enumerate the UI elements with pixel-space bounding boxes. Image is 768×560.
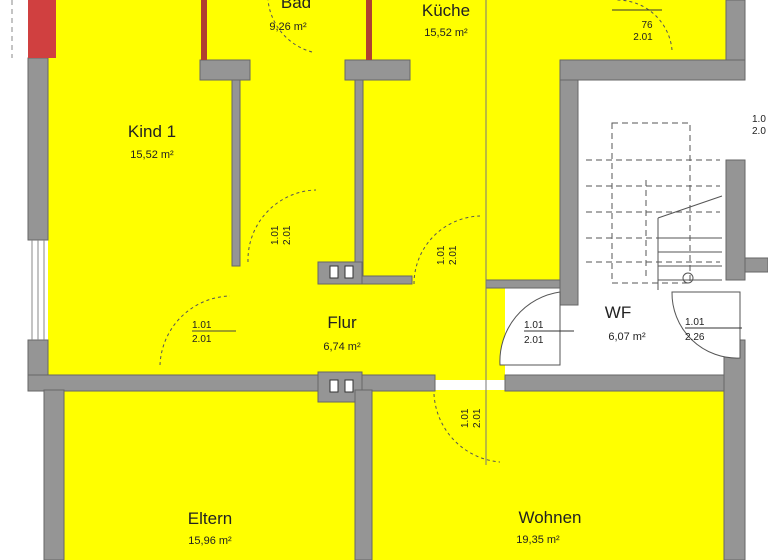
room-name-bad: Bad [281, 0, 311, 12]
room-name-wf: WF [605, 303, 631, 322]
room-name-flur: Flur [327, 313, 357, 332]
room-bad [238, 0, 360, 290]
room-eltern [64, 390, 358, 560]
door-width: 1.01 [460, 408, 471, 428]
door-arc-entry [671, 291, 741, 359]
room-name-wohnen: Wohnen [518, 508, 581, 527]
wall [27, 57, 49, 241]
wall [354, 389, 373, 560]
room-name-kind1: Kind 1 [128, 122, 176, 141]
window [11, 0, 45, 340]
door-height: 2.01 [633, 32, 653, 43]
wall [27, 374, 436, 392]
wall [317, 261, 363, 285]
door-width: 1.01 [270, 225, 281, 245]
room-kueche [360, 0, 570, 290]
wall [725, 159, 746, 281]
door-width: 1.01 [192, 320, 212, 331]
door-arc [616, 0, 673, 51]
wall [354, 79, 364, 281]
walls [27, 0, 768, 560]
room-area-bad: 9,26 m² [269, 21, 307, 33]
wall [504, 374, 746, 392]
room-area-wohnen: 19,35 m² [516, 534, 560, 546]
door-swings [159, 0, 673, 463]
room-area-flur: 6,74 m² [323, 341, 361, 353]
stairs [586, 122, 720, 284]
wall [744, 257, 768, 273]
stair-landing [726, 88, 768, 160]
wall [559, 59, 746, 81]
door-arc [413, 215, 481, 285]
shaft [344, 379, 354, 393]
room-area-kueche: 15,52 m² [424, 27, 468, 39]
room-area-eltern: 15,96 m² [188, 535, 232, 547]
door-width: 1.01 [685, 317, 705, 328]
room-area-kind1: 15,52 m² [130, 149, 174, 161]
door-arc [159, 295, 231, 366]
room-labels: Bad 9,26 m² Küche 15,52 m² Kind 1 15,52 … [128, 0, 646, 547]
door-height: 2.01 [192, 334, 212, 345]
wall [559, 79, 579, 306]
door-arc [433, 393, 501, 463]
room-name-kueche: Küche [422, 1, 470, 20]
shafts [329, 265, 354, 393]
wall [725, 0, 746, 61]
wall-red [366, 0, 372, 60]
room-kueche-upper [560, 0, 730, 62]
wall [43, 389, 65, 560]
wall [231, 79, 241, 267]
door-width: 1.01 [436, 245, 447, 265]
door-height: 2.01 [472, 408, 483, 428]
room-fills [48, 0, 730, 560]
stair-steps [657, 195, 723, 290]
door-width: 1.01 [524, 320, 544, 331]
door-height: 2.26 [685, 332, 705, 343]
door-arc [267, 0, 313, 53]
room-area-wf: 6,07 m² [608, 331, 646, 343]
door-height: 2.01 [448, 245, 459, 265]
wall [344, 59, 411, 81]
door-width: 1.0 [752, 114, 766, 125]
room-flur [48, 280, 508, 380]
wall [361, 275, 413, 285]
door-arc [247, 189, 317, 263]
wall [485, 279, 562, 289]
wall [723, 339, 746, 560]
wall-red [28, 0, 56, 58]
door-height: 2.0 [752, 126, 766, 137]
wall [199, 59, 251, 81]
room-name-eltern: Eltern [188, 509, 232, 528]
wall-red [201, 0, 207, 60]
shaft [329, 379, 339, 393]
room-wohnen [372, 390, 724, 560]
door-height: 2.01 [282, 225, 293, 245]
shaft [329, 265, 339, 279]
shaft [344, 265, 354, 279]
door-width: 76 [641, 20, 653, 31]
door-arc-wf [499, 291, 561, 366]
door-height: 2.01 [524, 335, 544, 346]
